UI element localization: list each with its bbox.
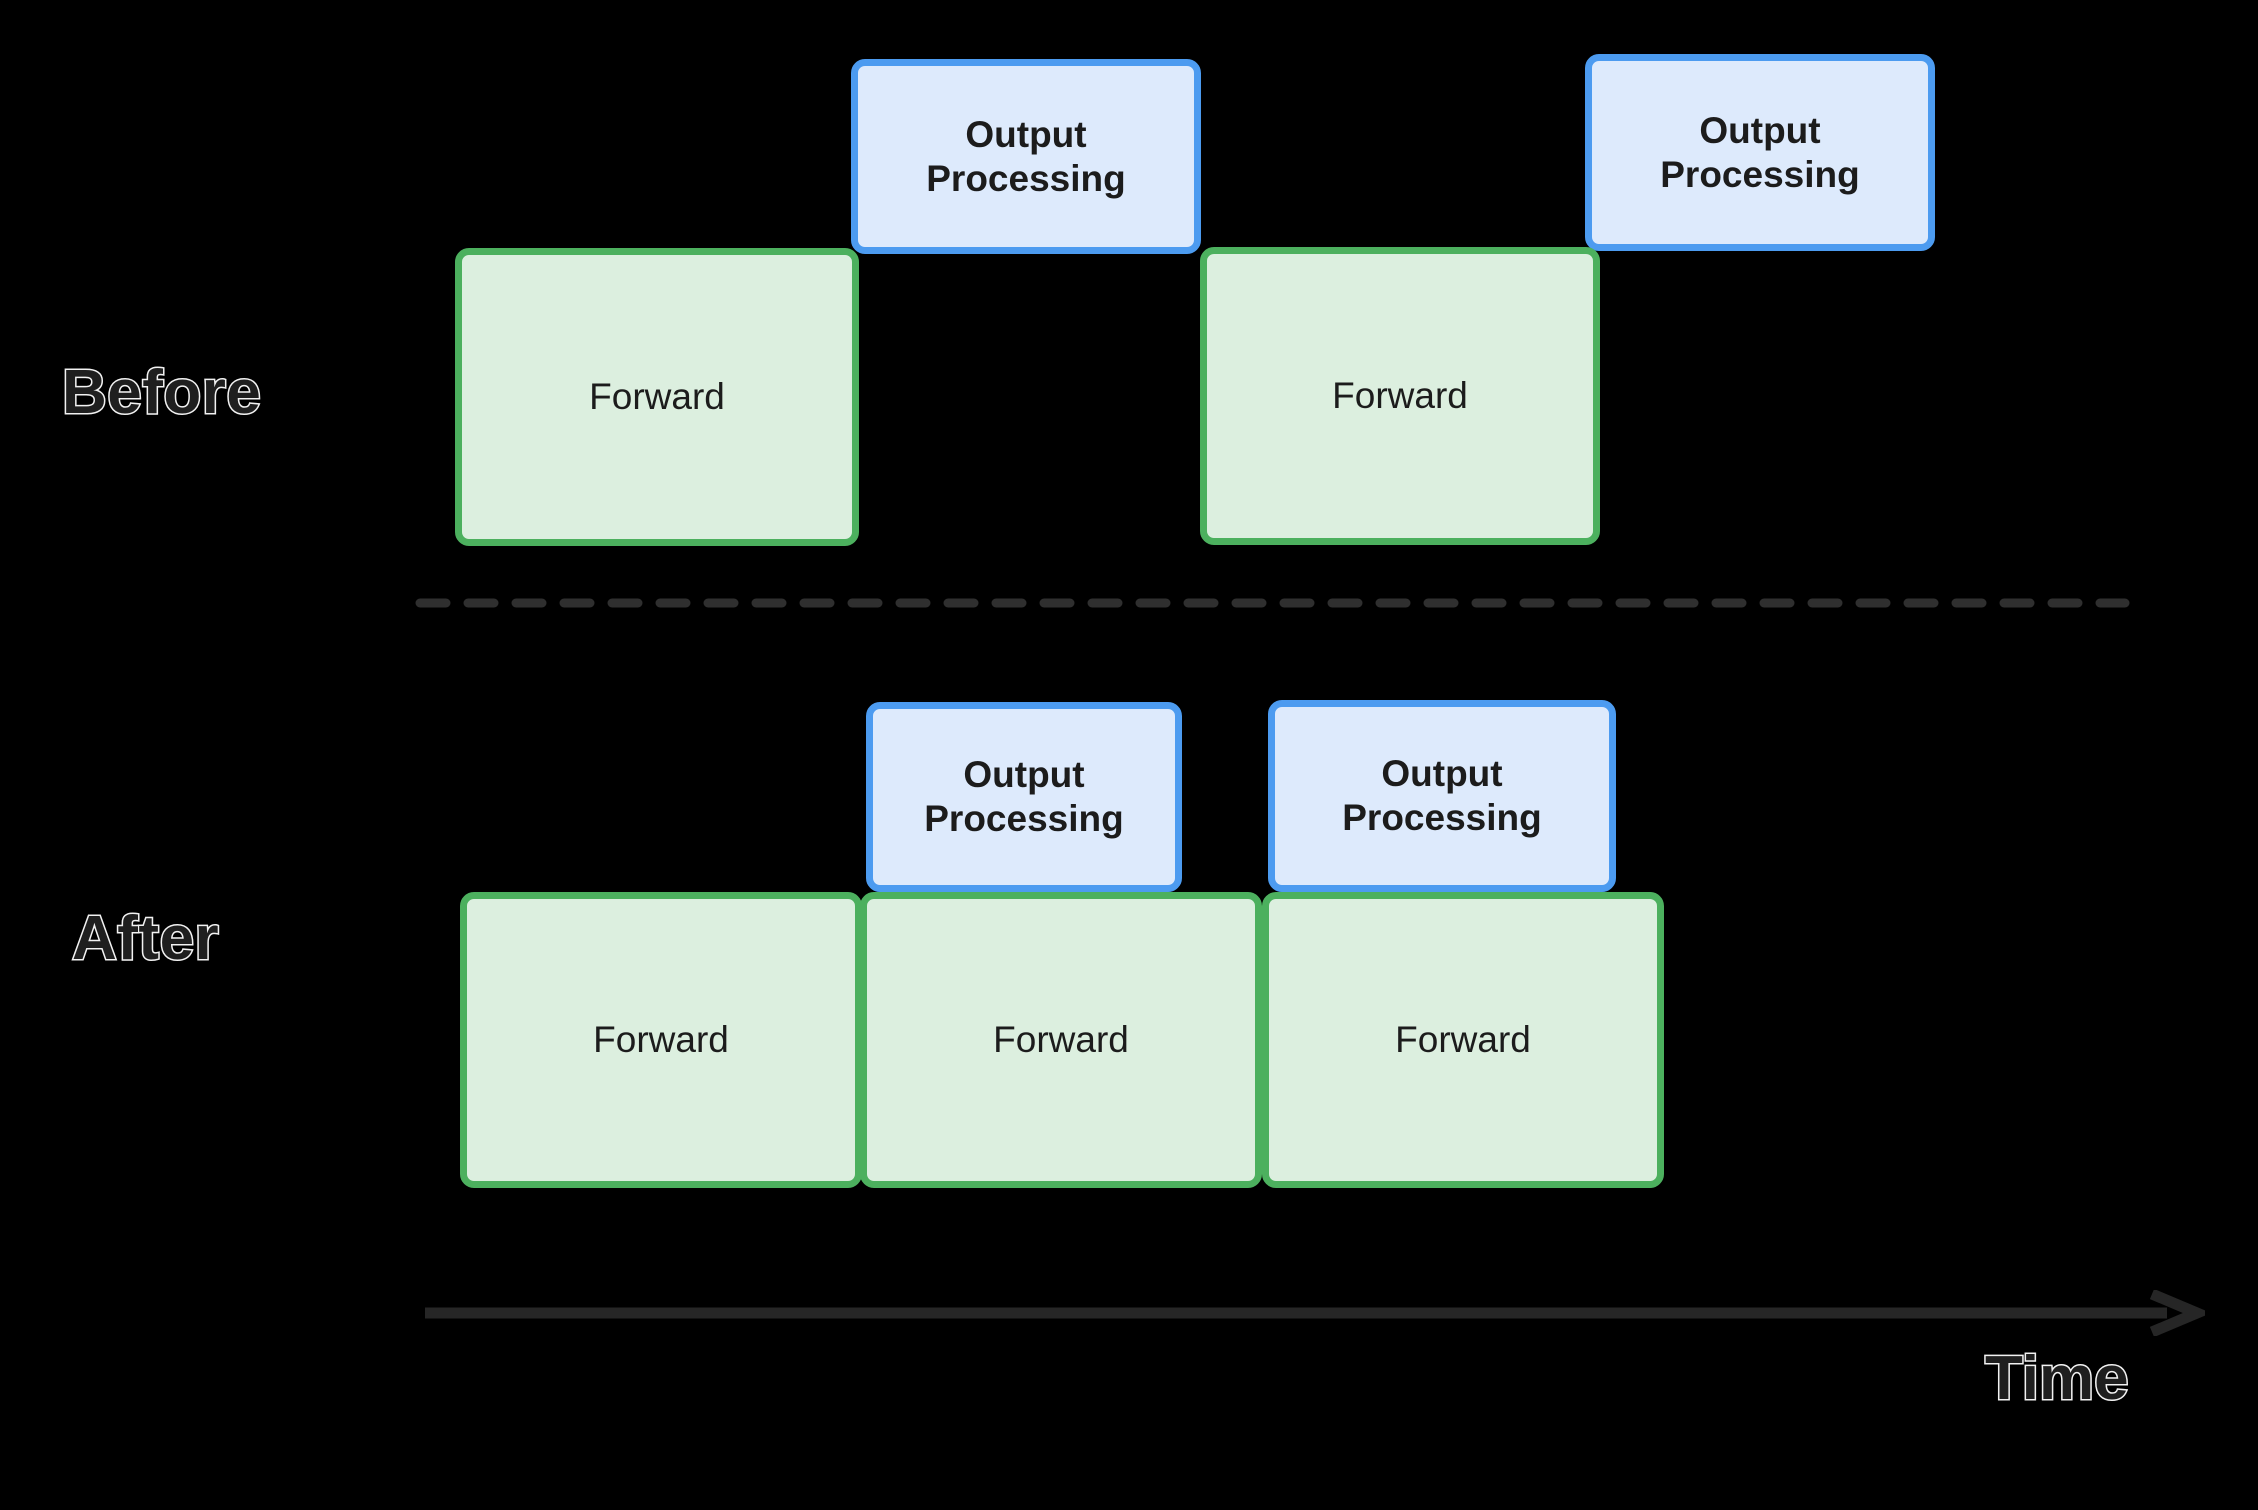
before-output-processing-block-1: Output Processing [851,59,1201,254]
after-output-processing-block-1: Output Processing [866,702,1182,892]
block-label: Forward [593,1019,729,1061]
block-label: Output Processing [924,754,1124,839]
before-forward-block-2: Forward [1200,247,1600,545]
section-divider [415,598,2130,608]
block-label: Output Processing [1660,109,1860,195]
after-forward-block-2: Forward [860,892,1262,1188]
block-label: Output Processing [926,113,1126,199]
before-forward-block-1: Forward [455,248,859,546]
block-label: Forward [993,1019,1129,1061]
row-label-after: After [70,904,220,973]
time-axis-arrowhead [2149,1290,2205,1336]
block-label: Forward [1395,1019,1531,1061]
before-output-processing-block-2: Output Processing [1585,54,1935,251]
row-label-before: Before [60,358,262,427]
time-axis-label: Time [1984,1344,2131,1413]
block-label: Forward [1332,375,1468,417]
block-label: Output Processing [1342,753,1542,838]
block-label: Forward [589,376,725,418]
after-output-processing-block-2: Output Processing [1268,700,1616,892]
time-axis-arrow-icon [425,1290,2205,1336]
after-forward-block-3: Forward [1262,892,1664,1188]
after-forward-block-1: Forward [460,892,862,1188]
